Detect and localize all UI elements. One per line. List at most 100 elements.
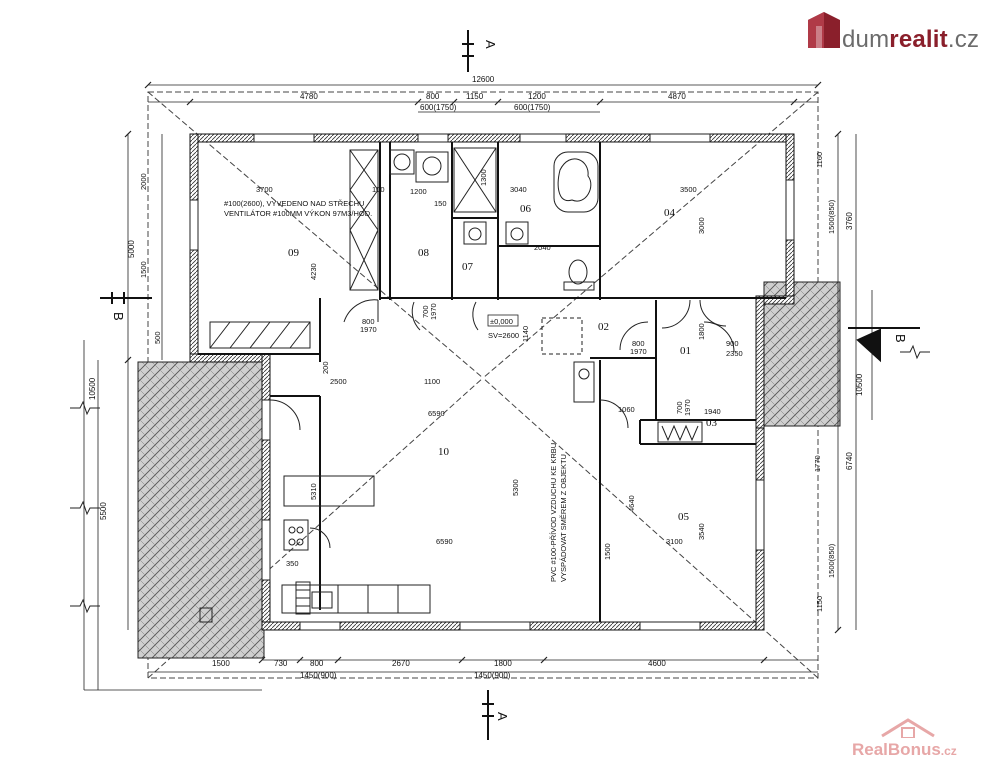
section-mark-right: B bbox=[893, 334, 908, 343]
dim-3540: 3540 bbox=[697, 523, 706, 540]
dim-bottom-6: 4600 bbox=[648, 659, 666, 668]
wardrobe-09 bbox=[209, 149, 379, 349]
room-07-label: 07 bbox=[462, 261, 474, 273]
realbonus-watermark: RealBonus.cz bbox=[852, 718, 957, 760]
dim-top-sub-1: 600(1750) bbox=[420, 103, 457, 112]
dim-1500-850-a: 1500(850) bbox=[827, 199, 836, 234]
dim-top-1: 4780 bbox=[300, 92, 318, 101]
room-06-label: 06 bbox=[520, 203, 532, 215]
dim-1970-d: 1970 bbox=[683, 399, 692, 416]
pvc-note-line2: VYSPÁDOVAT SMĚREM Z OBJEKTU bbox=[559, 454, 568, 582]
dim-2040: 2040 bbox=[534, 243, 551, 252]
dim-bottom-1: 1500 bbox=[212, 659, 230, 668]
bottom-dimension-texts: 1500 730 800 2670 1800 4600 1450(900) 14… bbox=[212, 659, 666, 680]
dimension-lines bbox=[83, 84, 873, 691]
dim-1300: 1300 bbox=[479, 169, 488, 186]
dim-700-b: 700 bbox=[675, 401, 684, 414]
dim-right-total: 10500 bbox=[855, 373, 864, 396]
dim-1500-left: 1500 bbox=[139, 261, 148, 278]
dim-left-5000: 5000 bbox=[127, 240, 136, 258]
dim-bottom-5: 1800 bbox=[494, 659, 512, 668]
interior-walls bbox=[198, 142, 786, 622]
dumrealit-logo[interactable] bbox=[806, 10, 986, 50]
section-letters: A A B B bbox=[111, 40, 908, 721]
dim-1100: 1100 bbox=[424, 377, 440, 386]
dim-top-5: 4870 bbox=[668, 92, 686, 101]
watermark-suffix: .cz bbox=[940, 744, 957, 758]
dim-2500: 2500 bbox=[330, 377, 347, 386]
doors bbox=[269, 299, 735, 549]
bathroom-fixtures bbox=[389, 147, 703, 443]
dim-1200: 1200 bbox=[410, 187, 427, 196]
room-08-label: 08 bbox=[418, 247, 430, 259]
dim-1140: 1140 bbox=[521, 326, 530, 342]
dim-5300: 5300 bbox=[511, 479, 520, 496]
section-mark-top: A bbox=[483, 40, 498, 49]
dim-4640: 4640 bbox=[627, 495, 636, 512]
dim-width-total: 12600 bbox=[472, 75, 495, 84]
dim-3100: 3100 bbox=[666, 537, 683, 546]
room-labels: 01 02 03 04 05 06 07 08 09 10 bbox=[288, 203, 718, 523]
dim-right-6740: 6740 bbox=[845, 452, 854, 470]
watermark-roof-icon bbox=[881, 718, 935, 738]
dim-bottom-2: 730 bbox=[274, 659, 288, 668]
vent-note-line1: #100(2600), VYVEDENO NAD STŘECHU bbox=[224, 199, 364, 208]
room-09-label: 09 bbox=[288, 247, 300, 259]
room-04-label: 04 bbox=[664, 207, 676, 219]
room-02-label: 02 bbox=[598, 321, 609, 333]
sv-mark: SV=2600 bbox=[488, 331, 519, 340]
dim-top-3: 1150 bbox=[466, 92, 484, 101]
dimension-ticks bbox=[124, 81, 842, 664]
logo-prefix: dum bbox=[842, 26, 890, 53]
dim-3000: 3000 bbox=[697, 217, 706, 234]
dim-150: 150 bbox=[434, 199, 447, 208]
dim-bottom-sub-2: 1450(900) bbox=[474, 671, 511, 680]
logo-strong: realit bbox=[889, 26, 948, 53]
dim-top-4: 1200 bbox=[528, 92, 546, 101]
watermark-name: RealBonus bbox=[852, 740, 941, 759]
dim-2350: 2350 bbox=[726, 349, 743, 358]
level-mark: ±0,000 bbox=[490, 317, 513, 326]
section-marks bbox=[100, 30, 920, 740]
room-10-label: 10 bbox=[438, 446, 450, 458]
dim-1500-850-b: 1500(850) bbox=[827, 543, 836, 578]
dim-5310: 5310 bbox=[309, 483, 318, 500]
dim-top-2: 800 bbox=[426, 92, 440, 101]
dim-6590-b: 6590 bbox=[436, 537, 453, 546]
vent-note-line2: VENTILÁTOR #100MM VÝKON 97M3/HOD. bbox=[224, 209, 372, 218]
dim-6590-a: 6590 bbox=[428, 409, 445, 418]
kitchen bbox=[199, 317, 595, 623]
section-mark-left: B bbox=[111, 312, 126, 321]
dim-1970-c: 1970 bbox=[429, 303, 438, 320]
dim-1970-a: 1970 bbox=[360, 325, 377, 334]
dim-3500: 3500 bbox=[680, 185, 697, 194]
dim-500: 500 bbox=[153, 331, 162, 344]
dim-left-5500: 5500 bbox=[99, 502, 108, 520]
room-03-label: 03 bbox=[706, 417, 718, 429]
dim-bottom-4: 2670 bbox=[392, 659, 410, 668]
dim-top-sub-2: 600(1750) bbox=[514, 103, 551, 112]
dim-900: 900 bbox=[726, 339, 739, 348]
dim-1060: 1060 bbox=[618, 405, 635, 414]
notes: #100(2600), VYVEDENO NAD STŘECHU VENTILÁ… bbox=[224, 199, 568, 582]
dim-1970-b: 1970 bbox=[630, 347, 647, 356]
dim-3700: 3700 bbox=[256, 185, 273, 194]
terrace-right bbox=[763, 281, 841, 427]
dumrealit-wordmark: dumrealit.cz bbox=[842, 26, 979, 54]
dim-1150: 1150 bbox=[815, 596, 824, 612]
pvc-note-line1: PVC #100-PŘÍVOD VZDUCHU KE KRBU bbox=[549, 443, 558, 582]
break-lines bbox=[70, 344, 930, 614]
dim-1800: 1800 bbox=[697, 323, 706, 340]
inner-dimension-texts: 3700 3500 3040 2040 1200 1300 150 100 42… bbox=[139, 152, 836, 612]
windows bbox=[189, 133, 795, 631]
logo-suffix: .cz bbox=[947, 26, 980, 53]
dim-1940: 1940 bbox=[704, 407, 721, 416]
dim-1160: 1160 bbox=[815, 152, 824, 168]
dim-200: 200 bbox=[321, 361, 330, 374]
dim-4230: 4230 bbox=[309, 263, 318, 280]
dim-100: 100 bbox=[372, 185, 385, 194]
overall-dimension-texts: 12600 4780 800 1150 1200 4870 600(1750) … bbox=[88, 75, 864, 520]
dim-3040: 3040 bbox=[510, 185, 527, 194]
terrace-left bbox=[137, 361, 265, 659]
